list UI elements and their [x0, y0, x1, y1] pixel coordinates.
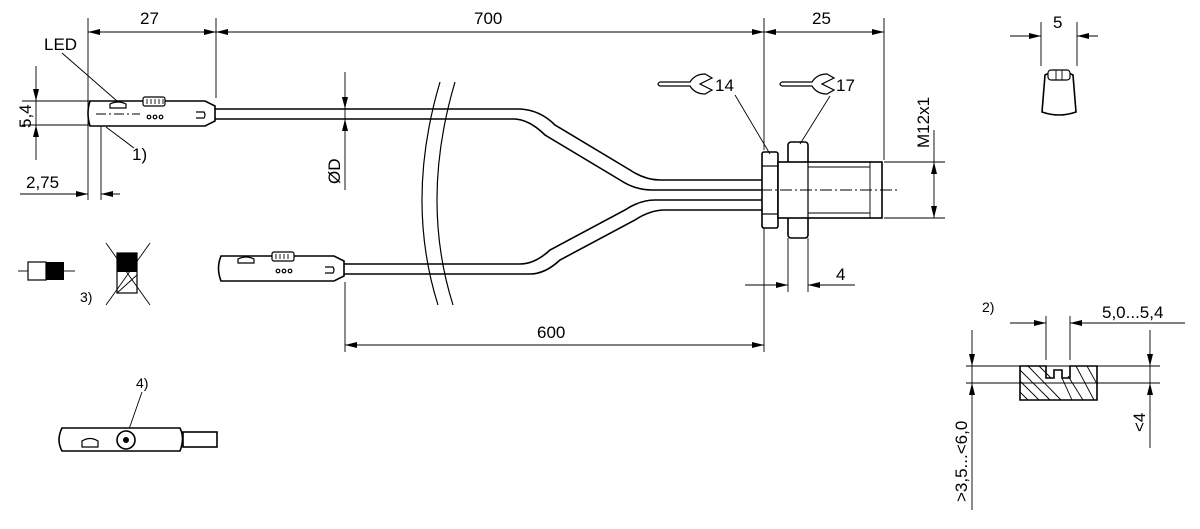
dim-5-4-group: 5,4	[16, 66, 92, 160]
led-leader	[61, 52, 118, 102]
top-dimension-chain: 27 700 25	[87, 9, 885, 160]
dim-phi-d: ØD	[325, 159, 344, 185]
note-1-label: 1)	[132, 145, 147, 164]
wrench-14-icon	[657, 73, 714, 95]
dim-slot-range: >3,5...<6,0	[952, 421, 971, 502]
wrench-17-icon	[779, 73, 836, 95]
slot-detail: 5,0...5,4 <4 >3,5...<6,0	[952, 303, 1185, 510]
dim-4: 4	[836, 265, 845, 284]
dim-wrench-17: 17	[836, 76, 855, 95]
sensor-top-view	[58, 427, 218, 452]
dim-slot-depth: <4	[1130, 413, 1149, 432]
dim-m12x1-group: M12x1	[884, 97, 945, 219]
note-4-label: 4)	[136, 375, 148, 391]
led-symbol	[18, 261, 75, 281]
led-off-symbol	[105, 242, 151, 306]
dim-600: 600	[537, 323, 565, 342]
note-1-leader	[105, 126, 135, 149]
cable-lower	[344, 199, 764, 265]
sensor-lower	[217, 251, 345, 282]
sensor-upper	[87, 96, 216, 127]
dim-700: 700	[474, 9, 502, 28]
note-3-label: 3)	[80, 289, 92, 305]
dim-m12x1: M12x1	[914, 97, 933, 148]
dim-5: 5	[1053, 13, 1062, 32]
dim-slot-width: 5,0...5,4	[1102, 303, 1163, 322]
dim-2-75: 2,75	[26, 173, 59, 192]
connector-body	[740, 141, 900, 239]
led-end-view	[1041, 69, 1077, 116]
dim-25: 25	[812, 9, 831, 28]
dim-phi-d-group: ØD	[325, 72, 348, 190]
dim-5-4: 5,4	[16, 104, 35, 128]
dim-2-75-group: 2,75	[20, 115, 120, 200]
led-label: LED	[44, 35, 77, 54]
dim-5-group: 5	[1010, 13, 1098, 66]
dim-4-group: 4	[745, 238, 855, 292]
note-2-label: 2)	[982, 299, 994, 315]
dim-27: 27	[140, 9, 159, 28]
cable-upper	[215, 108, 764, 181]
break-line	[421, 81, 441, 306]
dim-wrench-14: 14	[715, 76, 734, 95]
dim-600-group: 600	[344, 228, 765, 352]
